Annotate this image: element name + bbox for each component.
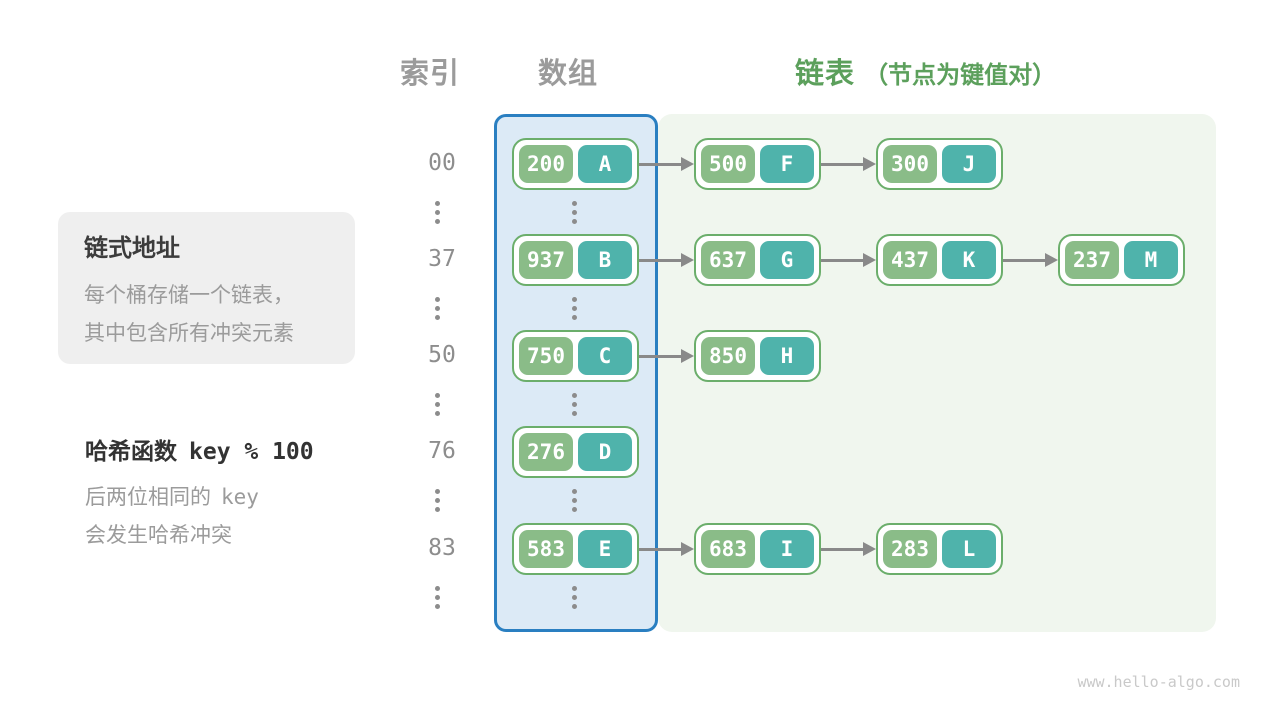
value-cell: B [578,241,632,279]
bucket-index-label: 37 [428,246,456,272]
ellipsis-dots [434,297,440,320]
ellipsis-dots [571,489,577,512]
column-header-index: 索引 [400,58,461,90]
bucket-index-label: 50 [428,342,456,368]
key-cell: 283 [883,530,937,568]
chaining-note-box: 链式地址 每个桶存储一个链表， 其中包含所有冲突元素 [58,212,355,364]
next-pointer-arrow [821,523,876,575]
column-header-linked-list: 链表 （节点为键值对） [795,50,1056,92]
hash-note-line: 会发生哈希冲突 [85,524,232,547]
key-cell: 937 [519,241,573,279]
value-cell: L [942,530,996,568]
hash-note-key-code: key [221,485,259,509]
value-cell: J [942,145,996,183]
column-header-array: 数组 [538,58,599,90]
next-pointer-arrow [639,138,694,190]
next-pointer-arrow [821,234,876,286]
key-cell: 276 [519,433,573,471]
next-pointer-arrow [639,523,694,575]
value-cell: H [760,337,814,375]
value-cell: D [578,433,632,471]
value-cell: G [760,241,814,279]
key-cell: 583 [519,530,573,568]
chaining-note-line: 其中包含所有冲突元素 [84,322,294,345]
value-cell: M [1124,241,1178,279]
ellipsis-dots [571,586,577,609]
next-pointer-arrow [1003,234,1058,286]
key-cell: 200 [519,145,573,183]
linked-list-note: （节点为键值对） [864,62,1057,89]
key-cell: 637 [701,241,755,279]
hash-function-title: 哈希函数 key % 100 [85,432,314,466]
value-cell: E [578,530,632,568]
value-cell: K [942,241,996,279]
hash-function-formula: key % 100 [189,439,314,465]
key-cell: 750 [519,337,573,375]
ellipsis-dots [434,201,440,224]
bucket-index-label: 83 [428,535,456,561]
key-cell: 437 [883,241,937,279]
ellipsis-dots [434,393,440,416]
key-cell: 237 [1065,241,1119,279]
value-cell: A [578,145,632,183]
next-pointer-arrow [821,138,876,190]
ellipsis-dots [434,586,440,609]
value-cell: I [760,530,814,568]
next-pointer-arrow [639,330,694,382]
next-pointer-arrow [639,234,694,286]
linked-list-label: 链表 [795,58,856,90]
key-cell: 500 [701,145,755,183]
watermark: www.hello-algo.com [1077,673,1240,691]
chaining-note-line: 每个桶存储一个链表， [84,284,294,307]
key-cell: 850 [701,337,755,375]
ellipsis-dots [571,201,577,224]
key-cell: 300 [883,145,937,183]
ellipsis-dots [571,297,577,320]
key-cell: 683 [701,530,755,568]
ellipsis-dots [434,489,440,512]
value-cell: F [760,145,814,183]
value-cell: C [578,337,632,375]
chaining-note-title: 链式地址 [84,235,180,262]
bucket-index-label: 00 [428,150,456,176]
ellipsis-dots [571,393,577,416]
hash-function-title-text: 哈希函数 [85,438,177,464]
bucket-index-label: 76 [428,438,456,464]
